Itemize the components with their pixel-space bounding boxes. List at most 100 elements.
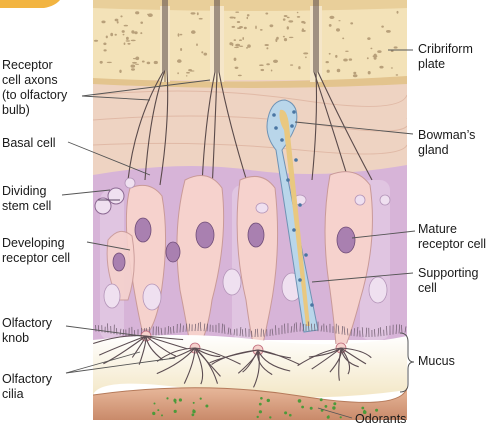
cilium — [183, 347, 196, 384]
microvillus — [119, 328, 122, 336]
leader-basal-cell — [67, 141, 151, 176]
bone-speckle — [131, 68, 135, 71]
bone-speckle — [270, 69, 273, 72]
bone-speckle — [132, 61, 137, 64]
mucosa-surface — [93, 387, 407, 420]
odorant-dot — [173, 409, 177, 413]
cilium — [338, 347, 342, 381]
olfactory-cilia — [93, 335, 372, 388]
cilium — [145, 335, 188, 350]
odorant-dot — [174, 401, 177, 404]
bone-speckle — [283, 15, 288, 17]
cilium — [156, 347, 196, 362]
odorant-dot — [319, 398, 323, 402]
odorant-dot — [173, 398, 177, 403]
bone-speckle — [93, 39, 99, 42]
bone-speckle — [185, 75, 188, 77]
bone-speckle — [283, 38, 288, 42]
label-odorants: Odorants — [355, 412, 407, 426]
label-basal-cell: Basal cell — [2, 136, 56, 150]
bone-speckle — [233, 39, 237, 41]
odorant-dot — [258, 402, 262, 406]
cilium — [340, 347, 367, 365]
label-bowmans-gland: Bowman’s gland — [418, 128, 476, 157]
odorant-dot — [284, 411, 288, 415]
bone-speckle — [127, 42, 131, 45]
supporting-nuclei — [103, 177, 391, 311]
bone-speckle — [338, 20, 341, 22]
bone-speckle — [237, 74, 242, 77]
label-receptor-axons: Receptor cell axons (to olfactory bulb) — [2, 58, 68, 117]
label-dividing-stem-cell: Dividing stem cell — [2, 184, 52, 213]
bone-speckle — [343, 58, 348, 62]
odorant-dot — [327, 415, 330, 418]
microvillus — [227, 327, 230, 335]
axon — [159, 0, 169, 186]
bone-speckle — [135, 11, 140, 15]
bone-speckle — [105, 35, 108, 39]
bone-speckle — [239, 39, 242, 41]
microvillus — [233, 329, 235, 336]
bone-speckle — [198, 17, 203, 20]
bone-speckle — [177, 72, 179, 75]
label-supporting-cell: Supporting cell — [418, 266, 479, 295]
bone-speckle — [247, 44, 251, 48]
odorant-dot — [205, 404, 209, 408]
bone-speckle — [190, 12, 196, 15]
nucleus — [124, 177, 136, 189]
microvillus — [307, 321, 310, 332]
cilium — [93, 335, 147, 345]
bone-speckle — [106, 61, 112, 64]
microvillus — [194, 323, 197, 332]
bone-speckle — [296, 11, 299, 14]
axon-bundles — [127, 0, 373, 191]
bone-speckle — [329, 15, 335, 19]
corner-tab — [0, 0, 60, 8]
bone-speckle — [237, 27, 242, 29]
microvillus — [239, 327, 242, 337]
bone-speckle — [126, 36, 129, 41]
microvillus — [343, 326, 346, 335]
bone-speckle — [342, 37, 345, 40]
bone-speckle — [229, 42, 233, 46]
bone-speckle — [125, 40, 130, 42]
bone-speckle — [266, 47, 269, 50]
microvillus — [326, 325, 328, 333]
microvillus — [188, 323, 190, 332]
bone-speckle — [396, 10, 399, 14]
microvillus — [271, 328, 274, 336]
leader-receptor-axons-2 — [81, 79, 211, 97]
nucleus — [247, 222, 265, 248]
bone-speckle — [114, 18, 119, 22]
mucus-bracket — [399, 332, 415, 393]
microvillus — [290, 326, 293, 333]
bone-speckle — [336, 28, 340, 32]
nucleus — [195, 221, 215, 249]
label-olfactory-knob: Olfactory knob — [2, 316, 53, 345]
bone-speckle — [101, 20, 106, 24]
bone-speckle — [328, 52, 331, 55]
bone-speckle — [153, 60, 158, 65]
bone-speckle — [121, 30, 125, 33]
cilium — [145, 335, 184, 341]
microvillus — [167, 325, 170, 335]
bone-speckle — [99, 60, 103, 64]
leader-odorants — [317, 407, 353, 419]
bowmans-gland — [266, 99, 319, 333]
microvillus — [203, 323, 206, 332]
dividing-stem-cell — [94, 187, 125, 215]
bone-speckle — [386, 30, 391, 33]
microvillus — [365, 327, 368, 338]
microvillus — [257, 328, 259, 337]
bone-speckle — [370, 47, 373, 50]
bone-speckle — [233, 16, 236, 19]
bone-speckle — [140, 21, 143, 24]
leader-lines — [61, 49, 416, 419]
microvillus — [179, 323, 181, 333]
bone-speckle — [147, 13, 149, 15]
bone-speckle — [335, 54, 338, 58]
microvillus — [314, 323, 316, 332]
microvillus — [404, 326, 407, 333]
cilium — [194, 347, 204, 385]
